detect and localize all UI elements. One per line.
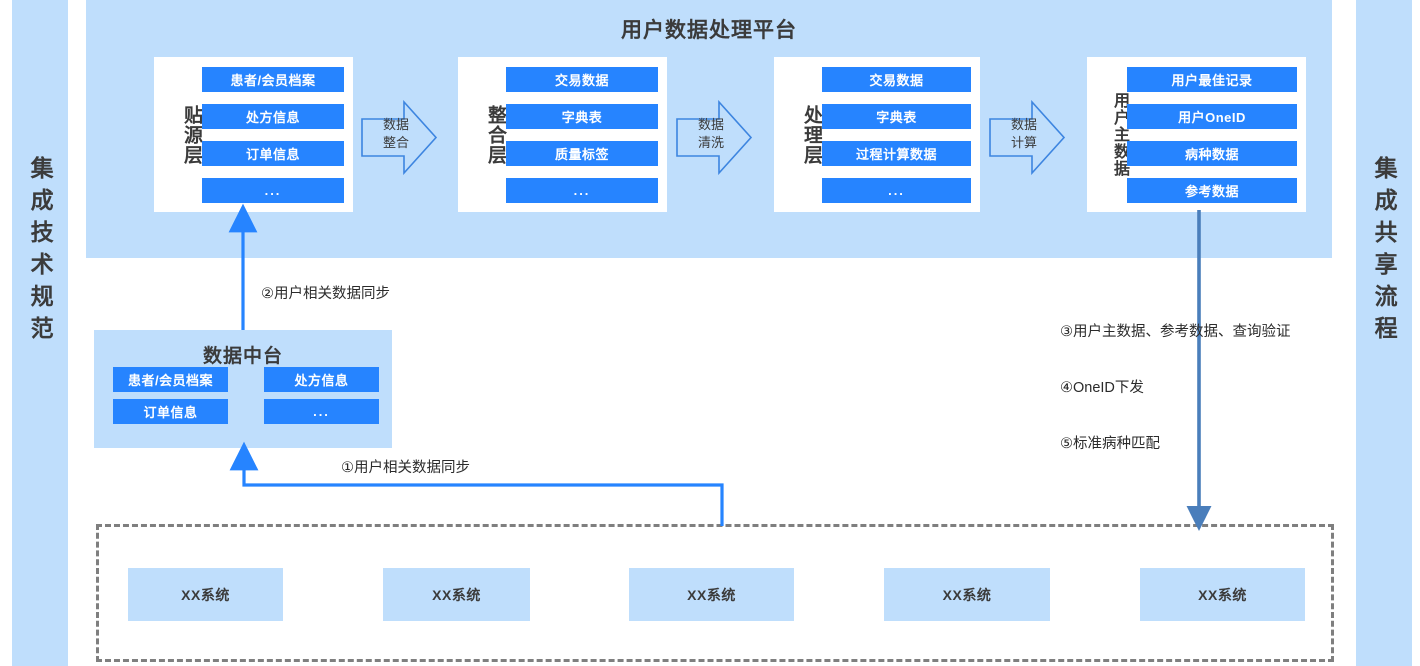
layer-chip[interactable]: 处方信息 (202, 103, 344, 129)
layer-chip[interactable]: 参考数据 (1127, 177, 1297, 203)
layer-items: 交易数据 字典表 过程计算数据 ... (822, 66, 971, 203)
layer-label: 处理层 (801, 104, 822, 165)
platform-title: 用户数据处理平台 (621, 19, 797, 42)
mid-platform-chip[interactable]: ... (264, 399, 379, 424)
process-arrow-label: 数据 计算 (996, 116, 1052, 151)
layer-card-source: 贴源层 患者/会员档案 处方信息 订单信息 ... (154, 57, 353, 212)
annotation-flow-4: ④OneID下发 (1060, 380, 1144, 396)
process-arrow-label: 数据 清洗 (683, 116, 739, 151)
layer-items: 用户最佳记录 用户OneID 病种数据 参考数据 (1127, 66, 1297, 203)
layer-card-integration: 整合层 交易数据 字典表 质量标签 ... (458, 57, 667, 212)
process-arrow-label-line2: 计算 (1010, 134, 1037, 150)
mid-platform-chip[interactable]: 患者/会员档案 (113, 367, 228, 392)
process-arrow-label-line2: 整合 (382, 134, 409, 150)
process-arrow-label-line1: 数据 (1010, 117, 1037, 132)
layer-chip[interactable]: ... (202, 177, 344, 203)
layer-chip[interactable]: 交易数据 (506, 66, 658, 92)
source-system-box[interactable]: XX系统 (383, 568, 530, 621)
layer-chip[interactable]: 交易数据 (822, 66, 971, 92)
right-rail-label: 集成共享流程 (1371, 156, 1398, 348)
layer-chip[interactable]: 病种数据 (1127, 140, 1297, 166)
process-arrow-label-line1: 数据 (382, 117, 409, 132)
layer-chip[interactable]: 用户最佳记录 (1127, 66, 1297, 92)
process-arrow-label: 数据 整合 (368, 116, 424, 151)
layer-chip[interactable]: 过程计算数据 (822, 140, 971, 166)
mid-platform-chip[interactable]: 订单信息 (113, 399, 228, 424)
process-arrow-icon (360, 100, 438, 175)
layer-chip[interactable]: 订单信息 (202, 140, 344, 166)
right-rail: 集成共享流程 (1356, 0, 1412, 666)
layer-label: 整合层 (485, 104, 506, 165)
source-system-box[interactable]: XX系统 (884, 568, 1050, 621)
layer-items: 患者/会员档案 处方信息 订单信息 ... (202, 66, 344, 203)
left-rail: 集成技术规范 (12, 0, 68, 666)
layer-chip[interactable]: 用户OneID (1127, 103, 1297, 129)
layer-chip[interactable]: 字典表 (822, 103, 971, 129)
layer-label: 用户主数据 (1111, 92, 1128, 177)
layer-card-master-data: 用户主数据 用户最佳记录 用户OneID 病种数据 参考数据 (1087, 57, 1306, 212)
left-rail-label: 集成技术规范 (27, 156, 54, 348)
process-arrow-label-line2: 清洗 (697, 134, 724, 150)
layer-chip[interactable]: 字典表 (506, 103, 658, 129)
process-arrow-icon (675, 100, 753, 175)
layer-chip[interactable]: ... (506, 177, 658, 203)
layer-label: 贴源层 (181, 104, 202, 165)
annotation-flow-1: ①用户相关数据同步 (341, 460, 470, 476)
annotation-flow-2: ②用户相关数据同步 (261, 286, 390, 302)
source-system-box[interactable]: XX系统 (1140, 568, 1305, 621)
layer-chip[interactable]: 质量标签 (506, 140, 658, 166)
layer-chip[interactable]: ... (822, 177, 971, 203)
layer-items: 交易数据 字典表 质量标签 ... (506, 66, 658, 203)
process-arrow-label-line1: 数据 (697, 117, 724, 132)
source-system-box[interactable]: XX系统 (128, 568, 283, 621)
annotation-flow-3: ③用户主数据、参考数据、查询验证 (1060, 324, 1291, 340)
mid-platform-title: 数据中台 (202, 346, 283, 367)
source-system-box[interactable]: XX系统 (629, 568, 794, 621)
layer-card-processing: 处理层 交易数据 字典表 过程计算数据 ... (774, 57, 980, 212)
process-arrow-icon (988, 100, 1066, 175)
mid-platform-chip[interactable]: 处方信息 (264, 367, 379, 392)
annotation-flow-5: ⑤标准病种匹配 (1060, 436, 1160, 452)
layer-chip[interactable]: 患者/会员档案 (202, 66, 344, 92)
